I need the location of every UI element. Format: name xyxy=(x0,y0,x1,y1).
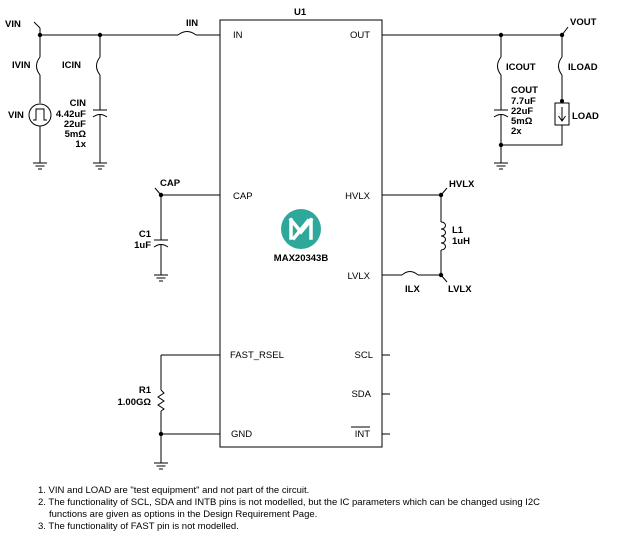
pin-int-label: INT xyxy=(355,429,371,440)
icin-probe-label: ICIN xyxy=(62,60,81,71)
cap-probe-tick xyxy=(154,187,162,196)
vin-probe-tick xyxy=(33,21,41,29)
lvlx-probe-tick xyxy=(440,274,448,283)
footnote-2: 2. The functionality of SCL, SDA and INT… xyxy=(38,497,541,508)
cin-esr: 5mΩ xyxy=(65,129,87,140)
load-return-wire xyxy=(501,125,563,146)
cin-value-1: 4.42uF xyxy=(56,109,86,120)
iin-probe-label: IIN xyxy=(186,18,198,29)
vin-net-label: VIN xyxy=(5,19,21,30)
maxim-logo-icon xyxy=(281,209,321,249)
pin-hvlx-label: HVLX xyxy=(345,191,370,202)
hvlx-net-label: HVLX xyxy=(449,179,475,190)
cin-value-2: 22uF xyxy=(64,119,86,130)
vin-ground-icon xyxy=(33,162,47,170)
vout-probe-tick xyxy=(561,26,569,36)
iload-probe-label: ILOAD xyxy=(568,62,598,73)
r1-resistor-icon xyxy=(157,389,165,412)
load-label: LOAD xyxy=(572,111,599,122)
ivin-probe-icon xyxy=(36,56,41,76)
lvlx-net-label: LVLX xyxy=(448,284,472,295)
cout-esr: 5mΩ xyxy=(511,116,533,127)
pin-out-label: OUT xyxy=(350,30,370,41)
u1-ref: U1 xyxy=(294,7,307,18)
r1-label: R1 xyxy=(139,385,152,396)
l1-value: 1uH xyxy=(452,236,470,247)
ilx-probe-label: ILX xyxy=(405,284,420,295)
r1-ground-icon xyxy=(154,462,168,470)
ilx-probe-icon xyxy=(401,271,419,276)
load-top-node xyxy=(560,99,564,103)
cin-label: CIN xyxy=(70,98,87,109)
ivin-probe-label: IVIN xyxy=(12,60,31,71)
c1-ground-icon xyxy=(154,274,168,282)
footnotes: 1. VIN and LOAD are "test equipment" and… xyxy=(38,485,598,533)
pin-fast-rsel-label: FAST_RSEL xyxy=(230,350,284,361)
footnote-1: 1. VIN and LOAD are "test equipment" and… xyxy=(38,485,310,496)
pin-scl-label: SCL xyxy=(355,350,373,361)
c1-value: 1uF xyxy=(134,240,151,251)
icout-probe-icon xyxy=(497,56,502,76)
l1-inductor-icon xyxy=(440,221,446,251)
vout-net-label: VOUT xyxy=(570,17,597,28)
icout-probe-label: ICOUT xyxy=(506,62,536,73)
pin-in-label: IN xyxy=(233,30,243,41)
load-current-sink-icon xyxy=(554,102,570,126)
l1-label: L1 xyxy=(452,225,464,236)
u1-part-number: MAX20343B xyxy=(274,253,329,264)
vin-pulse-source-icon xyxy=(28,103,52,127)
cout-label: COUT xyxy=(511,85,538,96)
cap-net-label: CAP xyxy=(160,178,181,189)
cout-count: 2x xyxy=(511,126,522,137)
pin-lvlx-label: LVLX xyxy=(347,271,370,282)
hvlx-probe-tick xyxy=(440,187,448,196)
footnote-2-continued: functions are given as options in the De… xyxy=(49,509,318,520)
cin-count: 1x xyxy=(75,139,86,150)
pin-sda-label: SDA xyxy=(351,389,371,400)
vin-source-label: VIN xyxy=(8,110,24,121)
cout-value-1: 7.7uF xyxy=(511,96,536,107)
cout-value-2: 22uF xyxy=(511,106,533,117)
pin-cap-label: CAP xyxy=(233,191,253,202)
pin-gnd-label: GND xyxy=(231,429,252,440)
r1-value: 1.00GΩ xyxy=(118,397,152,408)
footnote-3: 3. The functionality of FAST pin is not … xyxy=(38,521,239,532)
iload-probe-icon xyxy=(558,56,563,76)
cin-ground-icon xyxy=(93,162,107,170)
iin-probe-icon xyxy=(177,31,197,36)
c1-label: C1 xyxy=(139,229,152,240)
cout-ground-icon xyxy=(494,162,508,170)
icin-probe-icon xyxy=(96,56,101,76)
